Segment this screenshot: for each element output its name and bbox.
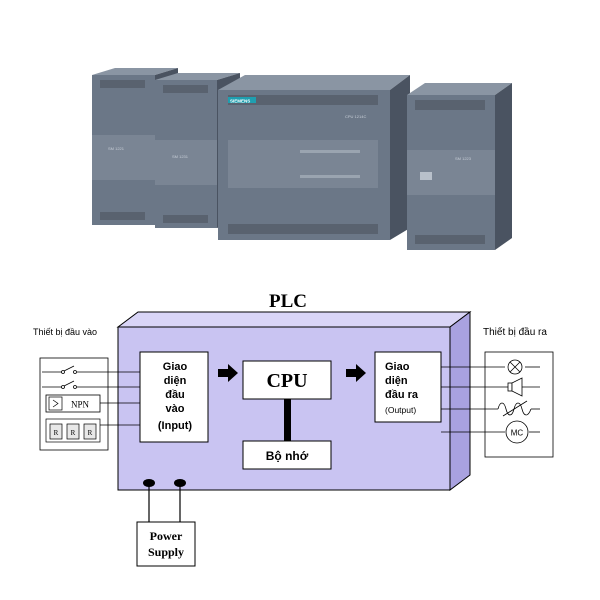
horn-icon	[507, 377, 523, 397]
npn-sensor-icon: NPN	[45, 394, 140, 413]
output-interface-line: đầu ra	[385, 389, 419, 401]
input-interface-line: vào	[166, 403, 185, 415]
power-supply-line: Supply	[148, 545, 184, 559]
output-devices-label: Thiết bị đầu ra	[483, 326, 547, 338]
switch-icon	[42, 380, 140, 389]
input-interface-box	[139, 351, 209, 443]
cpu-memory-bus	[284, 399, 291, 441]
input-devices-label: Thiết bị đầu vào	[33, 327, 97, 337]
memory-box	[242, 440, 332, 470]
lamp-icon	[507, 359, 523, 375]
input-interface-line: diện	[164, 375, 187, 387]
terminal-icon	[174, 479, 186, 487]
motor-icon: MC	[505, 420, 529, 444]
siemens-logo	[228, 97, 256, 103]
input-interface-line: đầu	[165, 389, 185, 401]
cpu-label: CPU	[266, 370, 307, 392]
motor-label: MC	[511, 429, 524, 438]
relay-label: R	[54, 429, 59, 437]
output-interface-line: Giao	[385, 361, 410, 373]
module-label: SM 1231	[172, 154, 189, 159]
power-supply-line: Power	[150, 529, 183, 543]
arrow-cpu-to-output	[346, 364, 366, 382]
plc-block-diagram: PLC Giao diện đầu vào (Input) CPU Bộ nhớ…	[33, 291, 554, 567]
coil-icon	[497, 400, 532, 417]
relay-label: R	[71, 429, 76, 437]
memory-label: Bộ nhớ	[266, 449, 309, 463]
brand-label: SIEMENS	[230, 99, 250, 104]
module-label: SM 1223	[455, 156, 472, 161]
module-label: CPU 1214C	[345, 114, 366, 119]
switch-icon	[42, 365, 140, 374]
input-interface-line: Giao	[163, 361, 188, 373]
module-cpu-1214c: SIEMENS CPU 1214C	[218, 75, 410, 240]
diagram-title: PLC	[269, 291, 307, 312]
module-sm-1223: SM 1223	[407, 83, 512, 250]
arrow-input-to-cpu	[218, 364, 238, 382]
output-devices-panel: MC	[441, 351, 554, 458]
module-label: SM 1221	[108, 146, 125, 151]
plc-hardware-photo: SM 1221 SM 1231 SIEMENS CPU 1214C	[92, 68, 512, 250]
npn-label: NPN	[71, 400, 90, 410]
output-interface-line: diện	[385, 375, 408, 387]
power-supply: Power Supply	[136, 479, 196, 567]
power-supply-box	[136, 521, 196, 567]
output-interface-sub: (Output)	[385, 405, 416, 415]
input-devices-panel: NPN R R R	[39, 357, 140, 451]
relay-label: R	[88, 429, 93, 437]
cpu-box	[242, 360, 332, 400]
input-interface-line: (Input)	[158, 420, 193, 432]
terminal-icon	[143, 479, 155, 487]
relay-block-icon	[45, 418, 140, 443]
